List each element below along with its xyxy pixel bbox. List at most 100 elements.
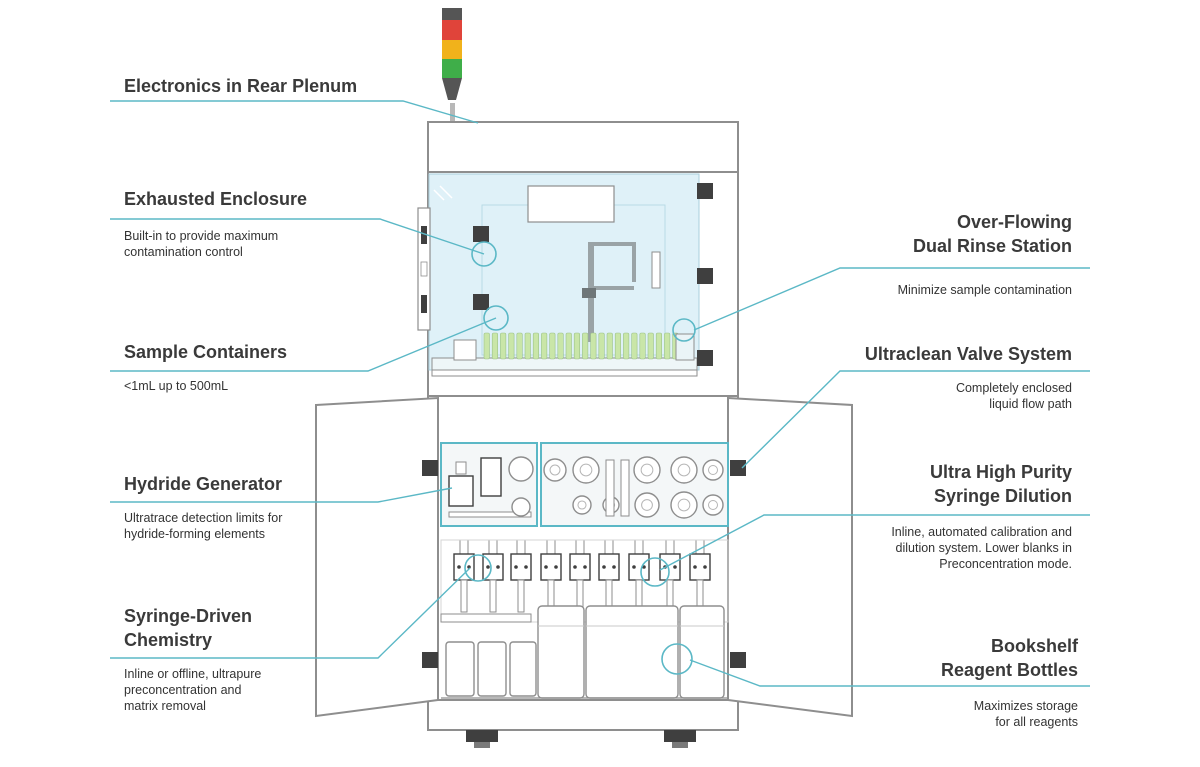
sample-tube [582,332,589,360]
rotary-valve-hub [549,464,561,476]
sample-tube [541,332,548,360]
ring-dilution [640,557,670,587]
leader-hydride [110,487,453,503]
rotary-valve [670,456,698,484]
beacon-green-light [442,59,462,78]
reagent-bottle [537,605,585,699]
rotary-valve-hub [708,500,718,510]
rotary-valve-hub [708,465,718,475]
leader-rinse [693,267,1090,331]
rotary-valve [572,456,600,484]
syringe-pump-head [689,553,711,581]
sample-tube [483,332,490,360]
hydride-valve [508,456,534,482]
rotary-valve-hub [641,499,653,511]
syringe-pump-head [659,553,681,581]
syringe-screw [573,565,577,569]
rotary-valve-hub [677,498,691,512]
callout-desc-dilution: Inline, automated calibration and diluti… [891,525,1072,571]
callout-title-electronics: Electronics in Rear Plenum [124,76,358,96]
rotary-valve-hub [640,463,654,477]
enclosure-latch [473,226,489,242]
callout-title-valve: Ultraclean Valve System [864,344,1072,364]
syringe-screw [583,565,587,569]
sample-tube [532,332,540,360]
ring-syringe-chemistry [464,554,492,582]
sample-tube [549,332,556,360]
callout-desc-rinse: Minimize sample contamination [897,283,1072,297]
hydride-pump [448,475,474,507]
leader-syringe-chemistry [110,567,471,659]
syringe-screw [544,565,548,569]
ring-rinse [672,318,696,342]
rotary-valve-hub [579,463,593,477]
sample-tube [557,332,564,360]
syringe-screw [554,565,558,569]
door-hinge [697,350,713,366]
beacon-base [442,78,462,100]
large-sample-bottle [453,339,477,361]
callout-title-rinse: Over-Flowing Dual Rinse Station [912,212,1072,256]
sample-tube [614,332,622,360]
sample-tube [631,332,638,360]
valve-manifold [605,459,615,517]
rinse-slot [651,251,661,289]
sample-tube [573,332,581,360]
instrument-cabinet [315,8,853,748]
beacon-red-light [442,20,462,40]
valve-system-module [540,442,729,527]
rotary-valve [633,456,661,484]
left-door [315,396,439,718]
syringe-screw [486,565,490,569]
beacon-cap [442,8,462,20]
ring-enclosure [471,241,497,267]
hydride-rail [448,511,532,518]
callout-desc-hydride: Ultratrace detection limits for hydride-… [124,511,283,541]
side-panel-latch [421,295,427,313]
callout-desc-enclosure: Built-in to provide maximum contaminatio… [124,229,279,259]
beacon-yellow-light [442,40,462,59]
syringe-screw [703,565,707,569]
rotary-valve [634,492,660,518]
rotary-valve [572,495,592,515]
syringe-screw [524,565,528,569]
beacon-pole [450,103,455,123]
callout-desc-valve: Completely enclosed liquid flow path [955,381,1072,411]
autosampler-drop [632,242,636,282]
right-door-hinge [730,460,746,476]
right-door-hinge [730,652,746,668]
sample-tube [639,332,646,360]
sample-tube [565,332,572,360]
cabinet-plinth [427,699,739,731]
callout-title-bookshelf: Bookshelf Reagent Bottles [940,636,1078,680]
syringe-plunger [517,579,525,613]
enclosure-window [527,185,615,223]
syringe-screw [612,565,616,569]
leader-sample [110,317,497,372]
hydride-fitting [455,461,467,475]
syringe-screw [693,565,697,569]
leader-dilution [659,514,1090,571]
sample-tube [500,332,507,360]
cabinet-foot-pad [672,742,688,748]
hydride-valve [511,497,531,517]
syringe-screw [514,565,518,569]
reagent-bottle [679,605,725,699]
callout-title-hydride: Hydride Generator [124,474,283,494]
sample-tube [606,332,613,360]
sample-tube [491,332,499,360]
syringe-screw [457,565,461,569]
syringe-rail [440,613,532,623]
tray-base [431,369,698,377]
door-hinge [697,183,713,199]
rotary-valve-hub [577,500,587,510]
syringe-screw [632,565,636,569]
ring-sample [483,305,509,331]
reagent-bottle [477,641,507,697]
sample-tube [655,332,663,360]
valve-manifold [620,459,630,517]
rotary-valve [702,494,724,516]
sample-tube [664,332,671,360]
reagent-bottle [445,641,475,697]
